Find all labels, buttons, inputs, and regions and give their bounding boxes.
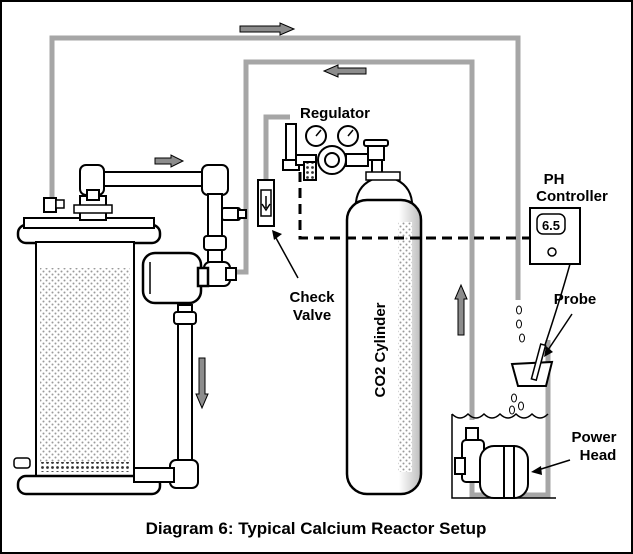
diagram-caption: Diagram 6: Typical Calcium Reactor Setup — [146, 519, 487, 538]
arrow-up-icon — [454, 283, 468, 336]
probe-cable — [539, 263, 571, 363]
co2-regulator — [282, 123, 389, 181]
calcium-reactor — [13, 195, 162, 496]
return-tube — [230, 59, 475, 420]
check-valve-label-line1: Check — [289, 289, 335, 306]
ph-display-value: 6.5 — [542, 218, 560, 233]
check-valve-label-line2: Valve — [293, 307, 331, 324]
arrow-right-icon — [239, 22, 296, 36]
power-head — [454, 427, 529, 499]
arrow-left-icon — [322, 64, 367, 78]
regulator-label: Regulator — [300, 105, 370, 122]
ph-controller-label-line2: Controller — [536, 188, 608, 205]
probe-label: Probe — [554, 291, 597, 308]
arrow-down-icon — [195, 357, 209, 410]
probe-cup — [510, 343, 554, 387]
probe-pointer — [544, 313, 573, 357]
check-valve — [257, 179, 275, 227]
check-valve-pointer — [272, 230, 299, 279]
power-head-pointer — [531, 459, 571, 475]
arrow-right-icon — [154, 154, 185, 168]
co2-cylinder-label: CO2 Cylinder — [372, 302, 389, 397]
co2-cylinder — [345, 171, 423, 496]
ph-controller-label-line1: PH — [544, 171, 565, 188]
reactor-pump — [141, 251, 210, 305]
power-head-label-line2: Head — [580, 447, 617, 464]
control-wire — [298, 172, 530, 240]
effluent-tube — [49, 35, 521, 300]
ph-controller — [529, 207, 581, 265]
power-head-label-line1: Power — [571, 429, 616, 446]
aquarium-water — [451, 412, 556, 499]
reactor-pipework — [79, 164, 247, 489]
water-drops — [509, 305, 525, 415]
co2-feed-tube — [263, 114, 290, 192]
